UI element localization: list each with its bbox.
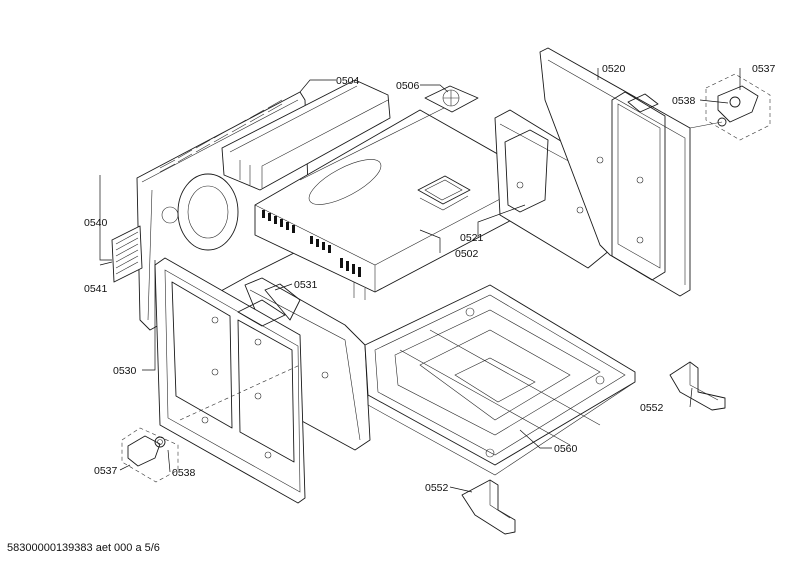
label-0541: 0541 bbox=[84, 283, 108, 295]
front-frame-part bbox=[154, 257, 306, 504]
hinge-part-top bbox=[689, 73, 771, 141]
label-0560: 0560 bbox=[554, 443, 578, 455]
label-0552-bottom: 0552 bbox=[425, 482, 449, 494]
document-id-footer: 58300000139383 aet 000 a 5/6 bbox=[7, 542, 160, 554]
label-0537-top: 0537 bbox=[752, 63, 776, 75]
side-panel-outer-part bbox=[539, 47, 691, 297]
label-0506: 0506 bbox=[396, 80, 420, 92]
leader-lines bbox=[99, 68, 741, 493]
label-0540: 0540 bbox=[84, 217, 108, 229]
fan-plate-part bbox=[424, 85, 479, 113]
label-0552-right: 0552 bbox=[640, 402, 664, 414]
label-0537-bottom: 0537 bbox=[94, 465, 118, 477]
hinge-part-bottom bbox=[121, 427, 179, 483]
bracket-part-bottom bbox=[461, 479, 516, 535]
label-0521: 0521 bbox=[460, 232, 484, 244]
label-0531: 0531 bbox=[294, 279, 318, 291]
label-0530: 0530 bbox=[113, 365, 137, 377]
grille-part bbox=[111, 225, 143, 283]
duct-part bbox=[221, 79, 391, 191]
label-0538-bottom: 0538 bbox=[172, 467, 196, 479]
bracket-part-right bbox=[669, 361, 726, 411]
label-0538-top: 0538 bbox=[672, 95, 696, 107]
base-tray-part bbox=[364, 284, 636, 476]
label-0504: 0504 bbox=[336, 75, 360, 87]
label-0520: 0520 bbox=[602, 63, 626, 75]
label-0502: 0502 bbox=[455, 248, 479, 260]
